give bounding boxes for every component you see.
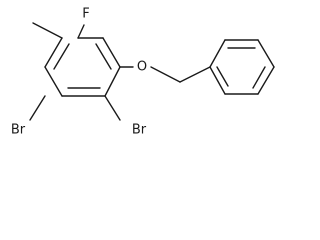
atom-labels: F O Br Br xyxy=(11,7,147,138)
ring-double-bond xyxy=(102,37,121,68)
phenyl-bond xyxy=(257,39,275,68)
bromine-label-right: Br xyxy=(132,123,147,138)
phenyl-bond xyxy=(209,39,226,68)
bonds xyxy=(29,22,275,121)
ring-bond xyxy=(104,66,121,97)
ring-double-bond xyxy=(44,37,63,68)
phenyl-double-bond-inner xyxy=(216,66,229,87)
ring-bond xyxy=(44,66,63,97)
ring-double-bond-inner xyxy=(53,43,70,70)
bromine-bond-right xyxy=(104,95,121,121)
ring-double-bond-inner xyxy=(95,43,112,70)
phenyl-double-bond-inner xyxy=(252,66,266,89)
methyl-bond xyxy=(32,22,63,39)
phenyl-bond xyxy=(257,66,275,95)
bromine-bond-left xyxy=(29,95,46,121)
molecule-structure: F O Br Br xyxy=(11,7,275,138)
ether-bond xyxy=(150,66,181,83)
bromine-label-left: Br xyxy=(11,123,26,138)
phenyl-bond xyxy=(209,66,226,95)
fluorine-bond xyxy=(77,24,85,39)
benzyl-bond xyxy=(179,66,211,83)
fluorine-label: F xyxy=(82,7,89,22)
oxygen-label: O xyxy=(137,60,147,75)
